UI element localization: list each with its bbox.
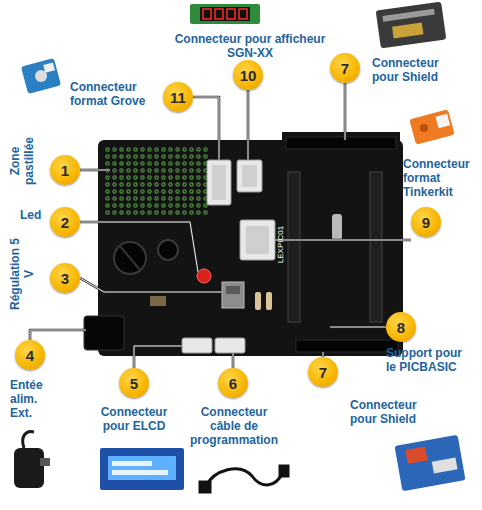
- programming-cable: [200, 466, 288, 492]
- callout-label: Connecteur pour ELCD: [86, 405, 182, 433]
- callout-marker: 4Entée alim. Ext.: [15, 340, 45, 370]
- callout-marker: 6Connecteur câble de programmation: [218, 368, 248, 398]
- callout-number: 10: [233, 60, 263, 90]
- grove-module: [21, 58, 61, 94]
- callout-label: Connecteur format Tinkerkit: [403, 157, 475, 199]
- callout-label: Support pour le PICBASIC: [386, 346, 466, 374]
- callout-marker: 9Connecteur format Tinkerkit: [411, 207, 441, 237]
- callout-number: 11: [163, 82, 193, 112]
- callout-marker: 1Zone pastillée: [50, 155, 80, 185]
- callout-label: Connecteur pour Shield: [350, 398, 440, 426]
- sgn-display: [190, 4, 260, 24]
- callout-number: 2: [50, 207, 80, 237]
- callout-number: 7: [330, 53, 360, 83]
- leader-lines: [30, 83, 411, 368]
- tinkerkit-module: [409, 109, 454, 144]
- callout-number: 8: [386, 312, 416, 342]
- power-adapter: [14, 432, 50, 488]
- callout-marker: 7Connecteur pour Shield: [308, 357, 338, 387]
- callout-marker: 7Connecteur pour Shield: [330, 53, 360, 83]
- callout-marker: 3Régulation 5 V: [50, 263, 80, 293]
- callout-number: 6: [218, 368, 248, 398]
- callout-number: 3: [50, 263, 80, 293]
- shield-image: [376, 2, 447, 49]
- elcd-display: [100, 448, 184, 490]
- callout-marker: 11Connecteur format Grove: [163, 82, 193, 112]
- callout-marker: 10Connecteur pour afficheur SGN-XX: [233, 60, 263, 90]
- callout-number: 5: [119, 368, 149, 398]
- callout-label: Connecteur pour afficheur SGN-XX: [172, 32, 328, 60]
- callout-marker: 8Support pour le PICBASIC: [386, 312, 416, 342]
- callout-number: 4: [15, 340, 45, 370]
- pcb-board: [84, 132, 403, 356]
- callout-marker: 2Led: [50, 207, 80, 237]
- callout-label: Led: [20, 208, 60, 222]
- callout-label: Connecteur câble de programmation: [184, 405, 284, 447]
- callout-label: Zone pastillée: [8, 126, 36, 196]
- shield-image: [394, 435, 465, 491]
- callout-label: Régulation 5 V: [8, 234, 36, 314]
- callout-label: Connecteur format Grove: [70, 80, 165, 108]
- board-silkscreen: LEXPIC01: [276, 226, 285, 263]
- callout-number: 7: [308, 357, 338, 387]
- callout-number: 9: [411, 207, 441, 237]
- callout-number: 1: [50, 155, 80, 185]
- callout-label: Entée alim. Ext.: [10, 378, 55, 420]
- callout-marker: 5Connecteur pour ELCD: [119, 368, 149, 398]
- callout-label: Connecteur pour Shield: [372, 56, 462, 84]
